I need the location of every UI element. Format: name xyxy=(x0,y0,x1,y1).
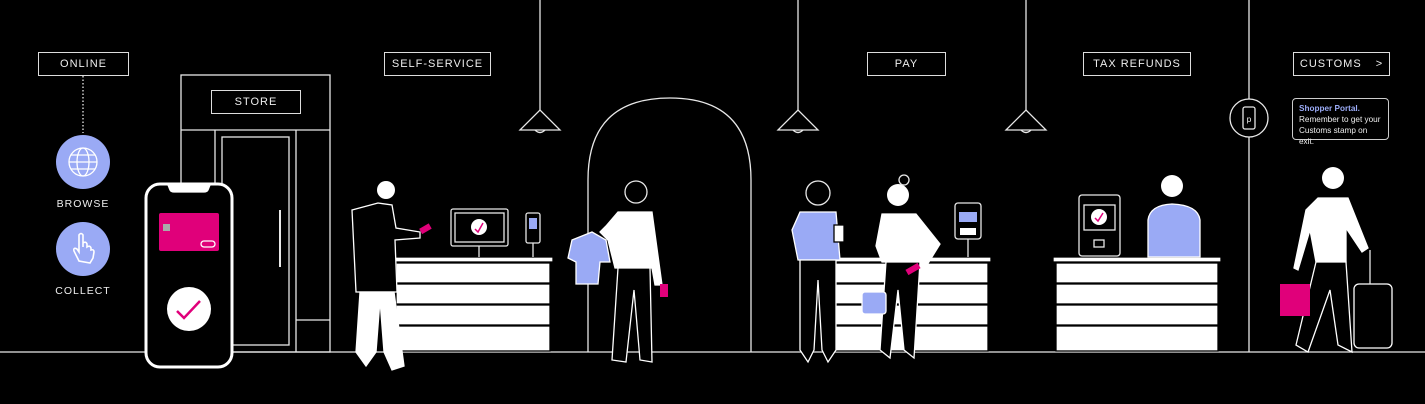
phone-illustration xyxy=(144,182,234,369)
stage-online: ONLINE xyxy=(38,52,129,76)
check-icon xyxy=(167,287,211,331)
tooltip-body: Remember to get your Customs stamp on ex… xyxy=(1299,115,1381,146)
shopper-with-shirt xyxy=(567,180,668,363)
stage-self-service: SELF-SERVICE xyxy=(384,52,491,76)
self-service-kiosk xyxy=(450,208,541,257)
customs-button[interactable]: CUSTOMS > xyxy=(1293,52,1390,76)
phone-p-icon: p xyxy=(1229,98,1269,138)
stage-store-label: STORE xyxy=(234,96,278,108)
shopper-with-phone xyxy=(351,181,432,371)
card-terminal xyxy=(954,202,982,257)
globe-icon xyxy=(56,135,110,189)
stage-pay-label: PAY xyxy=(894,58,919,70)
tooltip-title: Shopper Portal. xyxy=(1299,104,1360,113)
counter-self-service xyxy=(391,256,554,352)
customs-label: CUSTOMS xyxy=(1299,58,1362,70)
traveller-with-luggage xyxy=(1280,167,1393,354)
tax-refund-clerk xyxy=(1147,175,1201,258)
stage-online-label: ONLINE xyxy=(60,58,107,70)
stage-pay: PAY xyxy=(867,52,946,76)
tax-refund-kiosk xyxy=(1078,194,1121,257)
payment-card xyxy=(159,213,219,251)
fitting-room-arch xyxy=(587,97,752,352)
stage-self-service-label: SELF-SERVICE xyxy=(391,58,484,70)
shopper-portal-tooltip: Shopper Portal. Remember to get your Cus… xyxy=(1292,98,1389,146)
shopper-pay-white xyxy=(861,174,941,360)
stage-tax-refunds: TAX REFUNDS xyxy=(1083,52,1191,76)
browse-label: BROWSE xyxy=(56,198,110,210)
stage-store: STORE xyxy=(211,90,301,114)
shopper-pay-purple xyxy=(791,180,845,364)
svg-text:p: p xyxy=(1247,115,1252,124)
chevron-right-icon: > xyxy=(1375,58,1384,70)
pendant-lamps xyxy=(518,0,1048,134)
counter-tax-refunds xyxy=(1052,256,1222,352)
stage-tax-refunds-label: TAX REFUNDS xyxy=(1093,58,1181,70)
pointing-hand-icon xyxy=(56,222,110,276)
collect-label: COLLECT xyxy=(55,285,111,297)
